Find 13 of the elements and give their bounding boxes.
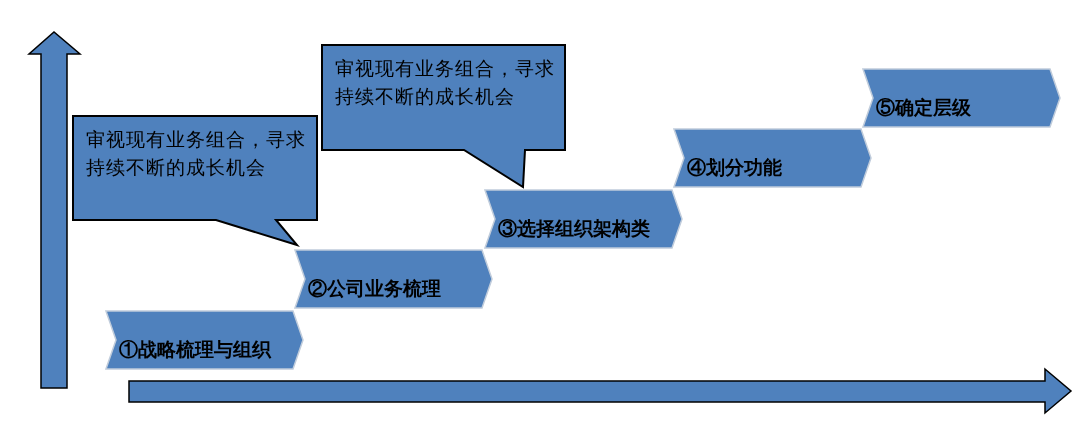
process-step (294, 249, 493, 309)
process-step (105, 310, 304, 370)
step-label: ⑤确定层级 (876, 95, 971, 119)
process-step (484, 189, 683, 249)
callout-text: 审视现有业务组合，寻求持续不断的成长机会 (86, 127, 307, 180)
step-label: ④划分功能 (687, 155, 782, 179)
step-label: ①战略梳理与组织 (119, 337, 271, 361)
callout-text: 审视现有业务组合，寻求持续不断的成长机会 (335, 56, 556, 109)
step-label: ③选择组织架构类 (498, 216, 650, 240)
process-step (673, 128, 872, 188)
process-step (862, 68, 1061, 128)
callout-bubble (72, 115, 318, 247)
step-label: ②公司业务梳理 (308, 276, 441, 300)
